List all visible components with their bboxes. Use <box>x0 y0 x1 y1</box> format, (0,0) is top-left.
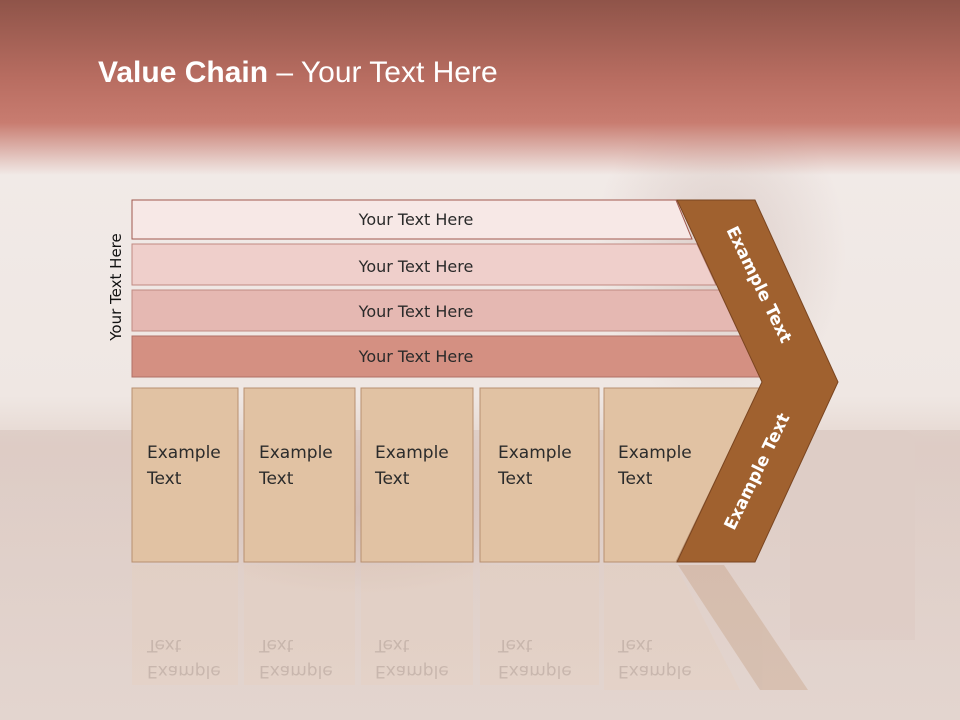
margin-chevron[interactable] <box>676 199 839 563</box>
bar-1[interactable] <box>131 199 693 240</box>
activity-box-5-line1: Example <box>618 443 692 463</box>
activity-box-4-line2: Text <box>498 469 533 489</box>
bar-2[interactable] <box>131 243 717 286</box>
reflection-5-line2: Text <box>618 635 653 655</box>
reflection-3-line1: Example <box>375 661 449 681</box>
bar-2-label: Your Text Here <box>358 257 474 276</box>
activity-box-3[interactable] <box>360 387 474 563</box>
activity-box-5-text: Example Text <box>618 440 692 492</box>
activity-box-1-text: Example Text <box>147 440 221 492</box>
reflection-text-3: Example Text <box>375 632 449 684</box>
reflection-text-1: Example Text <box>147 632 221 684</box>
activity-box-4-text: Example Text <box>498 440 572 492</box>
activity-box-3-text: Example Text <box>375 440 449 492</box>
reflection-text-4: Example Text <box>498 632 572 684</box>
activity-box-4-line1: Example <box>498 443 572 463</box>
activity-box-5-line2: Text <box>618 469 653 489</box>
activity-box-2-line1: Example <box>259 443 333 463</box>
activity-box-1-line2: Text <box>147 469 182 489</box>
reflection-4-line1: Example <box>498 661 572 681</box>
reflection-text-2: Example Text <box>259 632 333 684</box>
activity-box-1-line1: Example <box>147 443 221 463</box>
sofa-arm <box>790 430 915 640</box>
activity-box-5[interactable] <box>603 387 761 563</box>
activity-box-4[interactable] <box>479 387 600 563</box>
bar-1-label: Your Text Here <box>358 210 474 229</box>
activity-box-2[interactable] <box>243 387 356 563</box>
activity-box-2-text: Example Text <box>259 440 333 492</box>
title-bold: Value Chain <box>98 56 269 89</box>
reflection-1-line1: Example <box>147 661 221 681</box>
reflection-5-line1: Example <box>618 661 692 681</box>
reflection-boxes <box>132 565 808 690</box>
reflection-4-line2: Text <box>498 635 533 655</box>
reflection-text-5: Example Text <box>618 632 692 684</box>
title-rest: – Your Text Here <box>268 56 498 89</box>
bar-3-label: Your Text Here <box>358 302 474 321</box>
activity-box-1[interactable] <box>131 387 239 563</box>
header-band <box>0 0 960 175</box>
slide-title: Value Chain – Your Text Here <box>98 56 498 90</box>
bar-4-label: Your Text Here <box>358 347 474 366</box>
activity-box-3-line2: Text <box>375 469 410 489</box>
reflection-1-line2: Text <box>147 635 182 655</box>
reflection-2-line2: Text <box>259 635 294 655</box>
activity-box-3-line1: Example <box>375 443 449 463</box>
reflection-2-line1: Example <box>259 661 333 681</box>
activity-box-2-line2: Text <box>259 469 294 489</box>
reflection-3-line2: Text <box>375 635 410 655</box>
